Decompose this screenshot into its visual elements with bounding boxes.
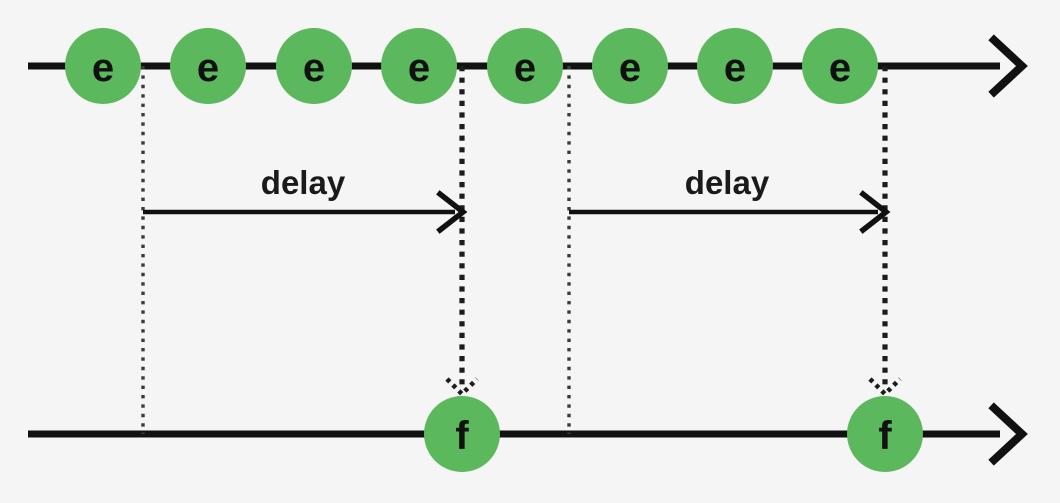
delay-span-2: delay bbox=[569, 164, 891, 234]
marble-label: e bbox=[92, 46, 114, 90]
guide-emit-2-arrow-icon bbox=[868, 377, 902, 398]
source-marbles: e e e e e e e bbox=[65, 28, 878, 104]
delay-span-1-label: delay bbox=[261, 164, 346, 201]
marble-label: e bbox=[724, 46, 746, 90]
marble-circle[interactable] bbox=[381, 28, 457, 104]
marble-circle[interactable] bbox=[847, 396, 923, 472]
marble-circle[interactable] bbox=[65, 28, 141, 104]
marble-label: e bbox=[303, 46, 325, 90]
marble-e-7[interactable]: e bbox=[697, 28, 773, 104]
marble-circle[interactable] bbox=[170, 28, 246, 104]
marble-label: f bbox=[878, 414, 892, 458]
marble-e-2[interactable]: e bbox=[170, 28, 246, 104]
marble-circle[interactable] bbox=[802, 28, 878, 104]
delay-span-1: delay bbox=[143, 164, 468, 234]
guide-lines bbox=[141, 66, 902, 434]
source-timeline-arrow-icon bbox=[988, 34, 1028, 98]
result-timeline bbox=[28, 402, 1028, 466]
result-marbles: f f bbox=[424, 396, 923, 472]
marble-circle[interactable] bbox=[592, 28, 668, 104]
marble-e-8[interactable]: e bbox=[802, 28, 878, 104]
marble-label: e bbox=[829, 46, 851, 90]
marble-label: e bbox=[514, 46, 536, 90]
result-timeline-arrow-icon bbox=[988, 402, 1028, 466]
delay-span-1-arrow-icon bbox=[436, 190, 468, 234]
delay-span-2-arrow-icon bbox=[859, 190, 891, 234]
marble-circle[interactable] bbox=[697, 28, 773, 104]
marble-e-5[interactable]: e bbox=[487, 28, 563, 104]
marble-e-3[interactable]: e bbox=[276, 28, 352, 104]
marble-f-1[interactable]: f bbox=[424, 396, 500, 472]
marble-circle[interactable] bbox=[424, 396, 500, 472]
marble-e-4[interactable]: e bbox=[381, 28, 457, 104]
marble-label: f bbox=[455, 414, 469, 458]
marble-label: e bbox=[408, 46, 430, 90]
guide-emit-1-arrow-icon bbox=[445, 377, 479, 398]
marble-f-2[interactable]: f bbox=[847, 396, 923, 472]
marble-circle[interactable] bbox=[276, 28, 352, 104]
marble-e-1[interactable]: e bbox=[65, 28, 141, 104]
marble-label: e bbox=[619, 46, 641, 90]
marble-e-6[interactable]: e bbox=[592, 28, 668, 104]
marble-circle[interactable] bbox=[487, 28, 563, 104]
delay-span-2-label: delay bbox=[685, 164, 770, 201]
marble-label: e bbox=[197, 46, 219, 90]
